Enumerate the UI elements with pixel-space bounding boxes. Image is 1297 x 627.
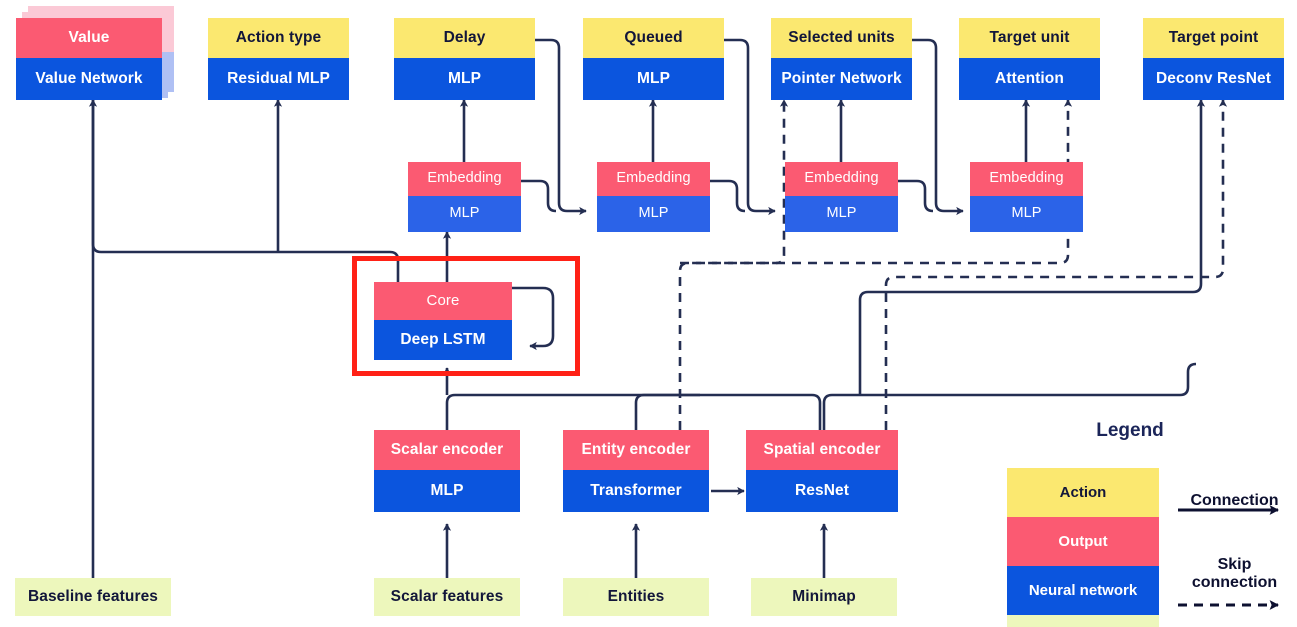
input-scalar-features[interactable]: Scalar features: [374, 578, 520, 616]
embedding-selected-units[interactable]: Embedding MLP: [785, 162, 898, 232]
embedding-delay-output-label: Embedding: [408, 162, 521, 196]
head-action-type-action-label: Action type: [208, 18, 349, 58]
encoder-scalar-network-label: MLP: [374, 470, 520, 512]
embedding-target-unit[interactable]: Embedding MLP: [970, 162, 1083, 232]
head-value-network-label: Value Network: [16, 58, 162, 100]
encoder-entity-network-label: Transformer: [563, 470, 709, 512]
embedding-target-unit-network-label: MLP: [970, 196, 1083, 232]
head-delay[interactable]: Delay MLP: [394, 18, 535, 100]
legend-swatch-neural-network: Neural network: [1007, 566, 1159, 615]
embedding-queued[interactable]: Embedding MLP: [597, 162, 710, 232]
head-delay-action-label: Delay: [394, 18, 535, 58]
head-value-action-label: Value: [16, 18, 162, 58]
head-target-unit-network-label: Attention: [959, 58, 1100, 100]
embedding-delay-network-label: MLP: [408, 196, 521, 232]
head-target-point-action-label: Target point: [1143, 18, 1284, 58]
embedding-target-unit-output-label: Embedding: [970, 162, 1083, 196]
encoder-entity-output-label: Entity encoder: [563, 430, 709, 470]
encoder-scalar[interactable]: Scalar encoder MLP: [374, 430, 520, 512]
legend-swatches: Action Output Neural network Input: [1007, 468, 1159, 627]
legend-swatch-input: Input: [1007, 615, 1159, 627]
encoder-spatial[interactable]: Spatial encoder ResNet: [746, 430, 898, 512]
head-delay-network-label: MLP: [394, 58, 535, 100]
legend-title: Legend: [1096, 420, 1164, 441]
legend-swatch-output: Output: [1007, 517, 1159, 566]
legend-connection-label: Connection: [1190, 492, 1279, 509]
head-action-type-network-label: Residual MLP: [208, 58, 349, 100]
head-selected-units-network-label: Pointer Network: [771, 58, 912, 100]
embedding-queued-output-label: Embedding: [597, 162, 710, 196]
embedding-queued-network-label: MLP: [597, 196, 710, 232]
encoder-entity[interactable]: Entity encoder Transformer: [563, 430, 709, 512]
head-action-type[interactable]: Action type Residual MLP: [208, 18, 349, 100]
legend-skip-connection-label: Skip connection: [1191, 556, 1278, 592]
input-minimap[interactable]: Minimap: [751, 578, 897, 616]
head-queued[interactable]: Queued MLP: [583, 18, 724, 100]
input-baseline-features[interactable]: Baseline features: [15, 578, 171, 616]
embedding-delay[interactable]: Embedding MLP: [408, 162, 521, 232]
head-target-point[interactable]: Target point Deconv ResNet: [1143, 18, 1284, 100]
encoder-spatial-output-label: Spatial encoder: [746, 430, 898, 470]
head-queued-network-label: MLP: [583, 58, 724, 100]
legend-arrow-icons: [1178, 505, 1279, 610]
core-highlight-box: [352, 256, 580, 376]
encoder-spatial-network-label: ResNet: [746, 470, 898, 512]
core-output-label: Core: [374, 282, 512, 320]
head-selected-units-action-label: Selected units: [771, 18, 912, 58]
head-queued-action-label: Queued: [583, 18, 724, 58]
core-module[interactable]: Core Deep LSTM: [374, 282, 512, 360]
legend-swatch-action: Action: [1007, 468, 1159, 517]
head-target-unit-action-label: Target unit: [959, 18, 1100, 58]
embedding-selected-units-network-label: MLP: [785, 196, 898, 232]
head-target-unit[interactable]: Target unit Attention: [959, 18, 1100, 100]
head-value[interactable]: Value Value Network: [16, 18, 162, 100]
embedding-selected-units-output-label: Embedding: [785, 162, 898, 196]
input-entities[interactable]: Entities: [563, 578, 709, 616]
head-selected-units[interactable]: Selected units Pointer Network: [771, 18, 912, 100]
head-target-point-network-label: Deconv ResNet: [1143, 58, 1284, 100]
core-network-label: Deep LSTM: [374, 320, 512, 360]
encoder-scalar-output-label: Scalar encoder: [374, 430, 520, 470]
